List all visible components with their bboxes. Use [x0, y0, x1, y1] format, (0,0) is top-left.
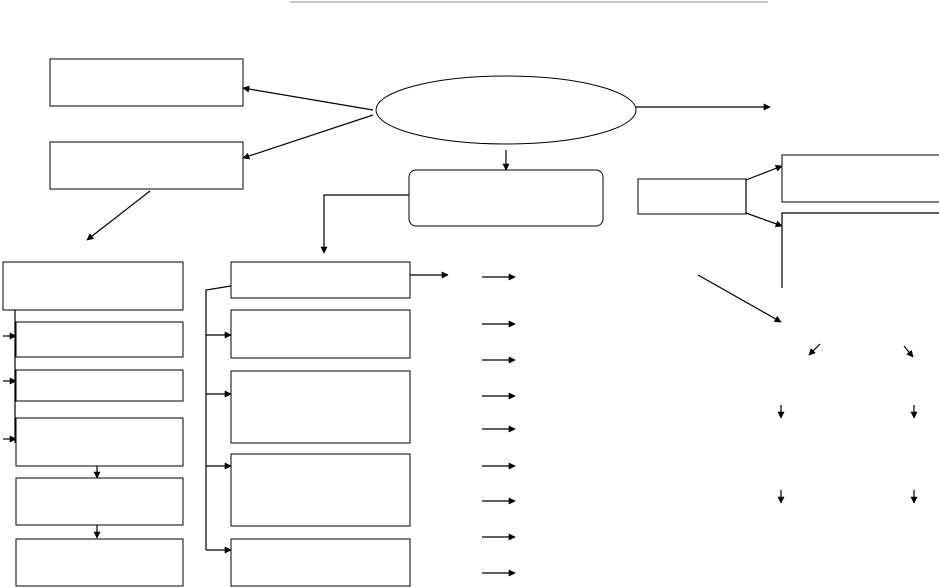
- rounded-center-box: [408, 169, 604, 227]
- arrow-rounded-to-col2: [320, 194, 409, 254]
- col2-item-3: [230, 370, 411, 444]
- col2-item-1: [230, 261, 411, 299]
- arrow-box-b-to-col1: [86, 190, 151, 241]
- top-left-box-b: [49, 141, 244, 190]
- col1-item-4: [15, 477, 184, 526]
- col1-item-2: [15, 369, 184, 402]
- arrow-to-right-lower: [745, 212, 783, 228]
- col1-item-1: [15, 321, 184, 358]
- central-ellipse: [375, 75, 637, 145]
- col2-item-5: [230, 538, 411, 587]
- arrow-diagonal-right: [697, 274, 782, 323]
- arrow-ellipse-to-box-b: [242, 114, 374, 160]
- arrow-small-right-diag: [903, 345, 914, 358]
- col2-item-4: [230, 453, 411, 527]
- col2-item-2: [230, 309, 411, 359]
- col1-header-box: [2, 261, 184, 311]
- arrow-ellipse-to-box-a: [242, 85, 374, 111]
- top-left-box-a: [49, 58, 244, 107]
- right-upper-box: [781, 154, 939, 203]
- col2-bracket: [205, 285, 232, 550]
- col1-item-5: [15, 538, 184, 587]
- arrow-small-left-diag: [808, 343, 821, 356]
- col1-item-3: [15, 417, 184, 467]
- right-small-box: [637, 178, 747, 215]
- right-lower-open-box: [781, 212, 939, 288]
- arrow-to-right-upper: [745, 165, 783, 181]
